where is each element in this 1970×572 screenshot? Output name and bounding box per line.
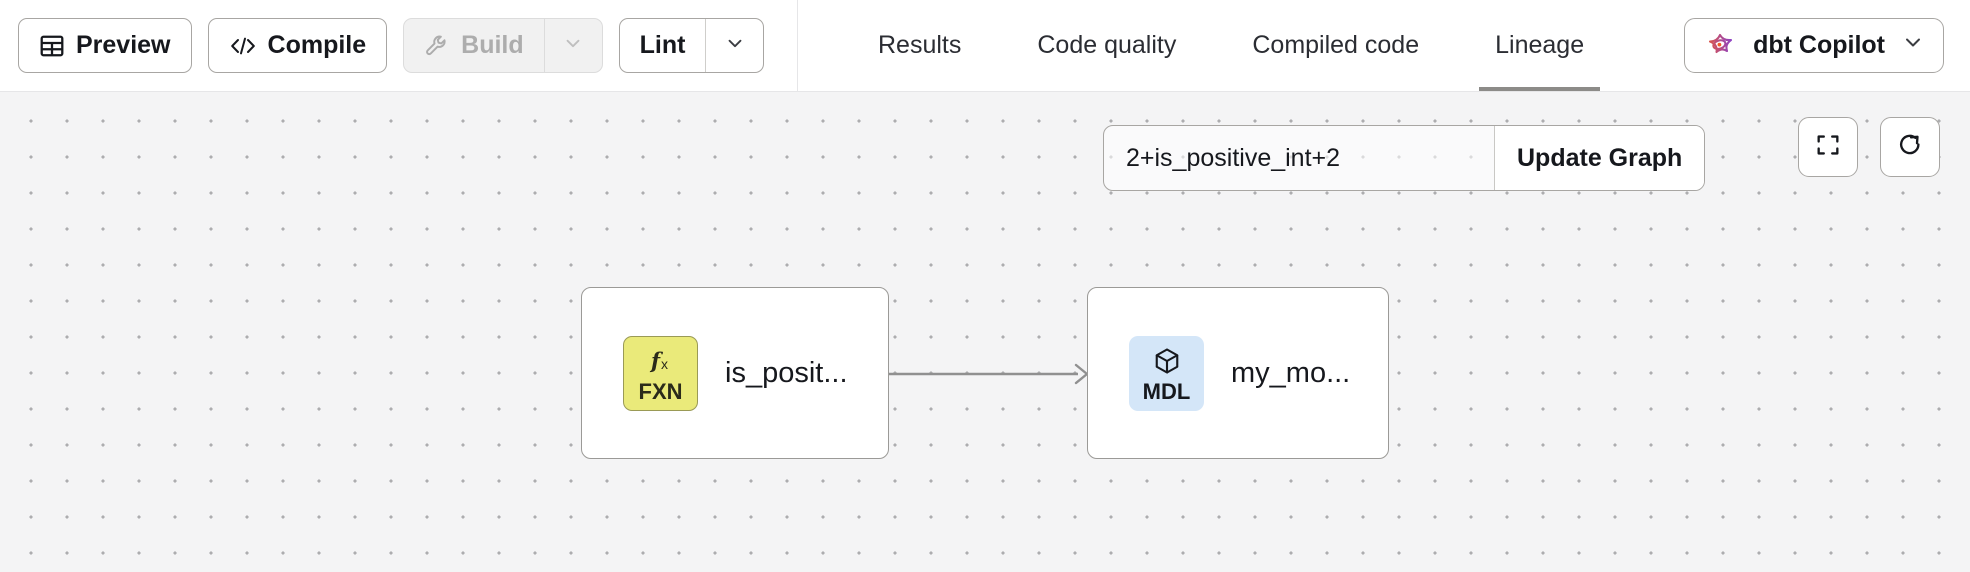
table-icon <box>39 33 65 59</box>
update-graph-button[interactable]: Update Graph <box>1494 126 1705 190</box>
tab-compiled-code[interactable]: Compiled code <box>1214 0 1457 91</box>
result-tabs: Results Code quality Compiled code Linea… <box>840 0 1622 91</box>
lineage-node-my-model[interactable]: MDL my_mo... <box>1087 287 1389 459</box>
preview-button-label: Preview <box>76 31 171 59</box>
compile-button-label: Compile <box>267 31 367 59</box>
function-badge: f x FXN <box>623 335 698 411</box>
function-badge-label: FXN <box>638 379 683 404</box>
lineage-node-is-positive-int[interactable]: f x FXN is_posit... <box>581 287 889 459</box>
fullscreen-icon <box>1814 131 1842 164</box>
build-dropdown-toggle <box>543 19 602 72</box>
tab-lineage[interactable]: Lineage <box>1457 0 1622 91</box>
lineage-node-title: is_posit... <box>725 356 848 389</box>
build-button-label: Build <box>461 31 524 59</box>
lint-button-label: Lint <box>639 31 686 59</box>
refresh-icon <box>1896 131 1924 164</box>
dbt-copilot-label: dbt Copilot <box>1753 31 1885 59</box>
cube-icon <box>1152 343 1182 379</box>
app-header: Preview Compile <box>0 0 1970 92</box>
graph-selector-bar: Update Graph <box>1103 125 1706 191</box>
update-graph-label: Update Graph <box>1517 143 1683 172</box>
chevron-down-icon <box>1901 30 1925 61</box>
lineage-canvas[interactable]: Update Graph <box>0 92 1970 572</box>
refresh-button[interactable] <box>1880 117 1940 177</box>
build-button: Build <box>404 19 544 72</box>
wrench-icon <box>424 33 450 59</box>
chevron-down-icon <box>724 32 746 59</box>
tab-results-label: Results <box>878 31 962 59</box>
lineage-node-title: my_mo... <box>1231 356 1351 389</box>
fit-view-button[interactable] <box>1798 117 1858 177</box>
tab-compiled-code-label: Compiled code <box>1252 31 1420 59</box>
build-button-group: Build <box>403 18 603 73</box>
toolbar-tabs-divider <box>797 0 798 91</box>
lint-button-group: Lint <box>618 18 765 73</box>
model-badge: MDL <box>1129 335 1204 411</box>
canvas-controls <box>1798 117 1940 177</box>
tab-code-quality[interactable]: Code quality <box>999 0 1214 91</box>
dbt-copilot-button[interactable]: dbt Copilot <box>1684 18 1944 73</box>
tab-lineage-label: Lineage <box>1495 31 1585 59</box>
editor-toolbar: Preview Compile <box>0 0 765 91</box>
dbt-copilot-atom-icon <box>1703 29 1737 63</box>
function-icon: f x <box>646 343 676 379</box>
code-brackets-icon <box>229 34 257 58</box>
lint-button[interactable]: Lint <box>620 19 706 72</box>
preview-button[interactable]: Preview <box>18 18 192 73</box>
chevron-down-icon <box>562 32 584 59</box>
svg-text:x: x <box>661 356 668 372</box>
lineage-edge <box>886 354 1092 394</box>
graph-selector-input[interactable] <box>1104 126 1494 190</box>
model-badge-label: MDL <box>1142 379 1191 404</box>
tab-code-quality-label: Code quality <box>1037 31 1177 59</box>
tab-results[interactable]: Results <box>840 0 999 91</box>
compile-button[interactable]: Compile <box>207 18 388 73</box>
lint-dropdown-toggle[interactable] <box>705 19 763 72</box>
